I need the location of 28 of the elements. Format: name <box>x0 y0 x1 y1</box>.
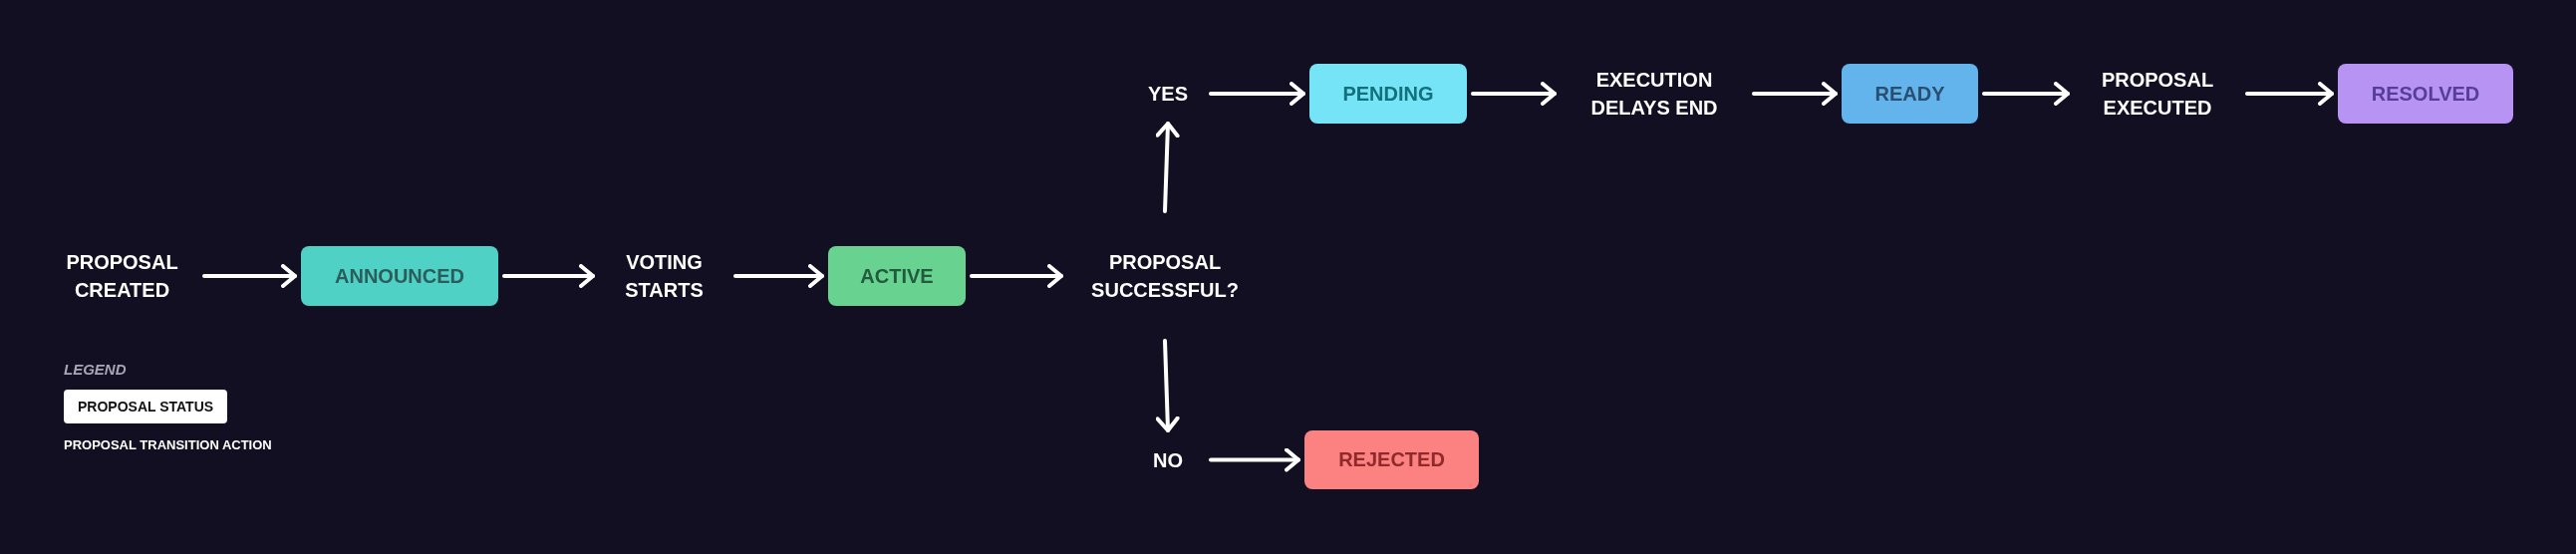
action-label: NO <box>1153 447 1183 473</box>
arrow <box>1209 82 1305 106</box>
arrow <box>1155 339 1180 432</box>
status-box: REJECTED <box>1304 430 1479 489</box>
action-label: PROPOSAL SUCCESSFUL? <box>1090 250 1240 303</box>
arrow <box>970 264 1063 288</box>
arrow <box>1209 447 1300 472</box>
arrow <box>1752 82 1838 106</box>
arrow <box>733 264 824 288</box>
arrow <box>1155 122 1180 213</box>
arrow <box>1471 82 1557 106</box>
arrow <box>2245 82 2334 106</box>
legend-label: PROPOSAL TRANSITION ACTION <box>64 437 272 452</box>
action-label: YES <box>1148 82 1188 107</box>
legend-heading: LEGEND <box>64 361 127 378</box>
action-label: PROPOSAL CREATED <box>65 250 179 303</box>
action-label: VOTING STARTS <box>624 250 705 303</box>
status-box: ACTIVE <box>828 246 966 306</box>
status-box: READY <box>1842 64 1978 124</box>
arrow <box>502 264 595 288</box>
status-box: ANNOUNCED <box>301 246 498 306</box>
status-box: PENDING <box>1309 64 1467 124</box>
action-label: EXECUTION DELAYS END <box>1589 68 1719 121</box>
legend-swatch: PROPOSAL STATUS <box>64 390 228 423</box>
status-box: RESOLVED <box>2338 64 2513 124</box>
action-label: PROPOSAL EXECUTED <box>2100 68 2215 121</box>
arrow <box>1982 82 2070 106</box>
arrow <box>202 264 297 288</box>
